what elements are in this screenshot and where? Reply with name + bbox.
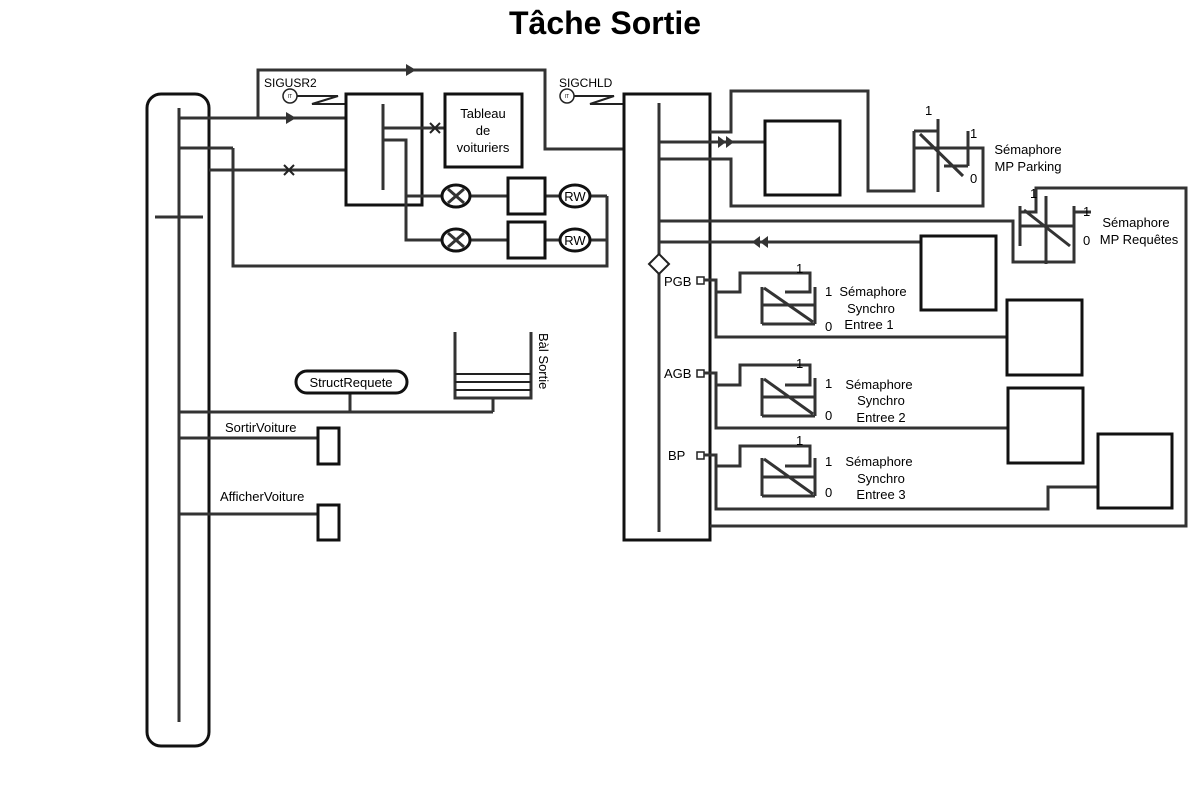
- sem-req-0: 0: [1083, 233, 1090, 248]
- entree3-box: [1096, 432, 1174, 510]
- procedure-afficher: AfficherVoiture: [179, 489, 341, 542]
- parking-box: [763, 119, 842, 197]
- semaphore-parking: 1 1 0 Sémaphore MP Parking: [912, 103, 1062, 192]
- bal-sortie-queue: [453, 332, 533, 400]
- port-bp: BP: [668, 448, 685, 463]
- rw-row-2: RW: [440, 220, 607, 260]
- rw-lock-1: [558, 183, 592, 209]
- sigchld-handler-box: [622, 92, 712, 542]
- sigchld-it-text: IT: [565, 94, 569, 100]
- sem-e2-line2: Synchro: [857, 393, 905, 408]
- afficher-label: AfficherVoiture: [220, 489, 304, 504]
- sem-req-line2: MP Requêtes: [1100, 232, 1179, 247]
- sem-req-1a: 1: [1030, 186, 1037, 201]
- entree1-box: [1005, 298, 1084, 377]
- sem-e2-line3: Entree 2: [856, 410, 905, 425]
- struct-requete-label: StructRequete: [309, 375, 392, 390]
- sem-req-line1: Sémaphore: [1102, 215, 1169, 230]
- sortir-box: [316, 426, 341, 466]
- sem-e1-1b: 1: [825, 284, 832, 299]
- sem-e2-0: 0: [825, 408, 832, 423]
- entree-1: PGB 1 1 0 Sémaphore Synchro Entree 1: [664, 261, 1084, 377]
- sigusr2-label: SIGUSR2: [264, 76, 317, 90]
- port-agb: AGB: [664, 366, 691, 381]
- tableau-cross: [429, 122, 441, 134]
- tableau-box: [443, 92, 524, 169]
- main-task: [145, 92, 211, 748]
- sem-e3-line1: Sémaphore: [845, 454, 912, 469]
- sigusr2-it-text: IT: [288, 94, 292, 100]
- requetes-box: [919, 234, 998, 312]
- sem-e3-line3: Entree 3: [856, 487, 905, 502]
- sem-e3-0: 0: [825, 485, 832, 500]
- entree-2: AGB 1 1 0 Sémaphore Synchro Entree 2: [664, 356, 1085, 465]
- sigchld-handler: [622, 92, 712, 542]
- sem-e3-1b: 1: [825, 454, 832, 469]
- afficher-box: [316, 503, 341, 542]
- sem-e1-line1: Sémaphore: [839, 284, 906, 299]
- sem-e3-1a: 1: [796, 433, 803, 448]
- tableau-line2: de: [476, 123, 490, 138]
- sem-req-1b: 1: [1083, 204, 1090, 219]
- tableau-voituriers: Tableau de voituriers: [443, 92, 524, 169]
- parking-links: [659, 89, 985, 208]
- sem-e1-line3: Entree 1: [844, 317, 893, 332]
- entree-3: BP 1 1 0 Sémaphore Synchro Entree 3: [668, 432, 1174, 511]
- sem-e2-1a: 1: [796, 356, 803, 371]
- sem-e1-line2: Synchro: [847, 301, 895, 316]
- sortir-label: SortirVoiture: [225, 420, 297, 435]
- bal-sortie-label: Bàl Sortie: [536, 333, 551, 389]
- sigusr2-handler: [344, 92, 445, 242]
- main-to-handler-links: [179, 64, 624, 268]
- entree2-box: [1006, 386, 1085, 465]
- sem-e1-0: 0: [825, 319, 832, 334]
- buffer-2: [506, 220, 547, 260]
- sem-e2-line1: Sémaphore: [845, 377, 912, 392]
- struct-requete-box: [294, 369, 409, 395]
- sigchld-label: SIGCHLD: [559, 76, 613, 90]
- tableau-line1: Tableau: [460, 106, 506, 121]
- rw-label-1: RW: [564, 189, 586, 204]
- cross-mark: [283, 164, 295, 176]
- sem-e1-1a: 1: [796, 261, 803, 276]
- requetes-links: [659, 186, 1188, 528]
- sem-parking-0: 0: [970, 171, 977, 186]
- rw-lock-2: [558, 227, 592, 253]
- tableau-line3: voituriers: [457, 140, 510, 155]
- sigusr2-signal: SIGUSR2 IT: [264, 76, 358, 109]
- port-pgb: PGB: [664, 274, 691, 289]
- rw-row-1: RW: [440, 176, 607, 216]
- sem-e2-1b: 1: [825, 376, 832, 391]
- buffer-1: [506, 176, 547, 216]
- sem-parking-1a: 1: [925, 103, 932, 118]
- rw-label-2: RW: [564, 233, 586, 248]
- procedure-sortir: SortirVoiture: [179, 420, 341, 466]
- sem-parking-line2: MP Parking: [995, 159, 1062, 174]
- mailbox-section: StructRequete Bàl Sortie: [179, 332, 551, 414]
- sem-e3-line2: Synchro: [857, 471, 905, 486]
- semaphore-requetes: 1 1 0 Sémaphore MP Requêtes: [1018, 186, 1179, 264]
- sem-parking-line1: Sémaphore: [994, 142, 1061, 157]
- diagram-title: Tâche Sortie: [509, 5, 701, 41]
- sem-parking-1b: 1: [970, 126, 977, 141]
- decision-diamond: [647, 252, 671, 276]
